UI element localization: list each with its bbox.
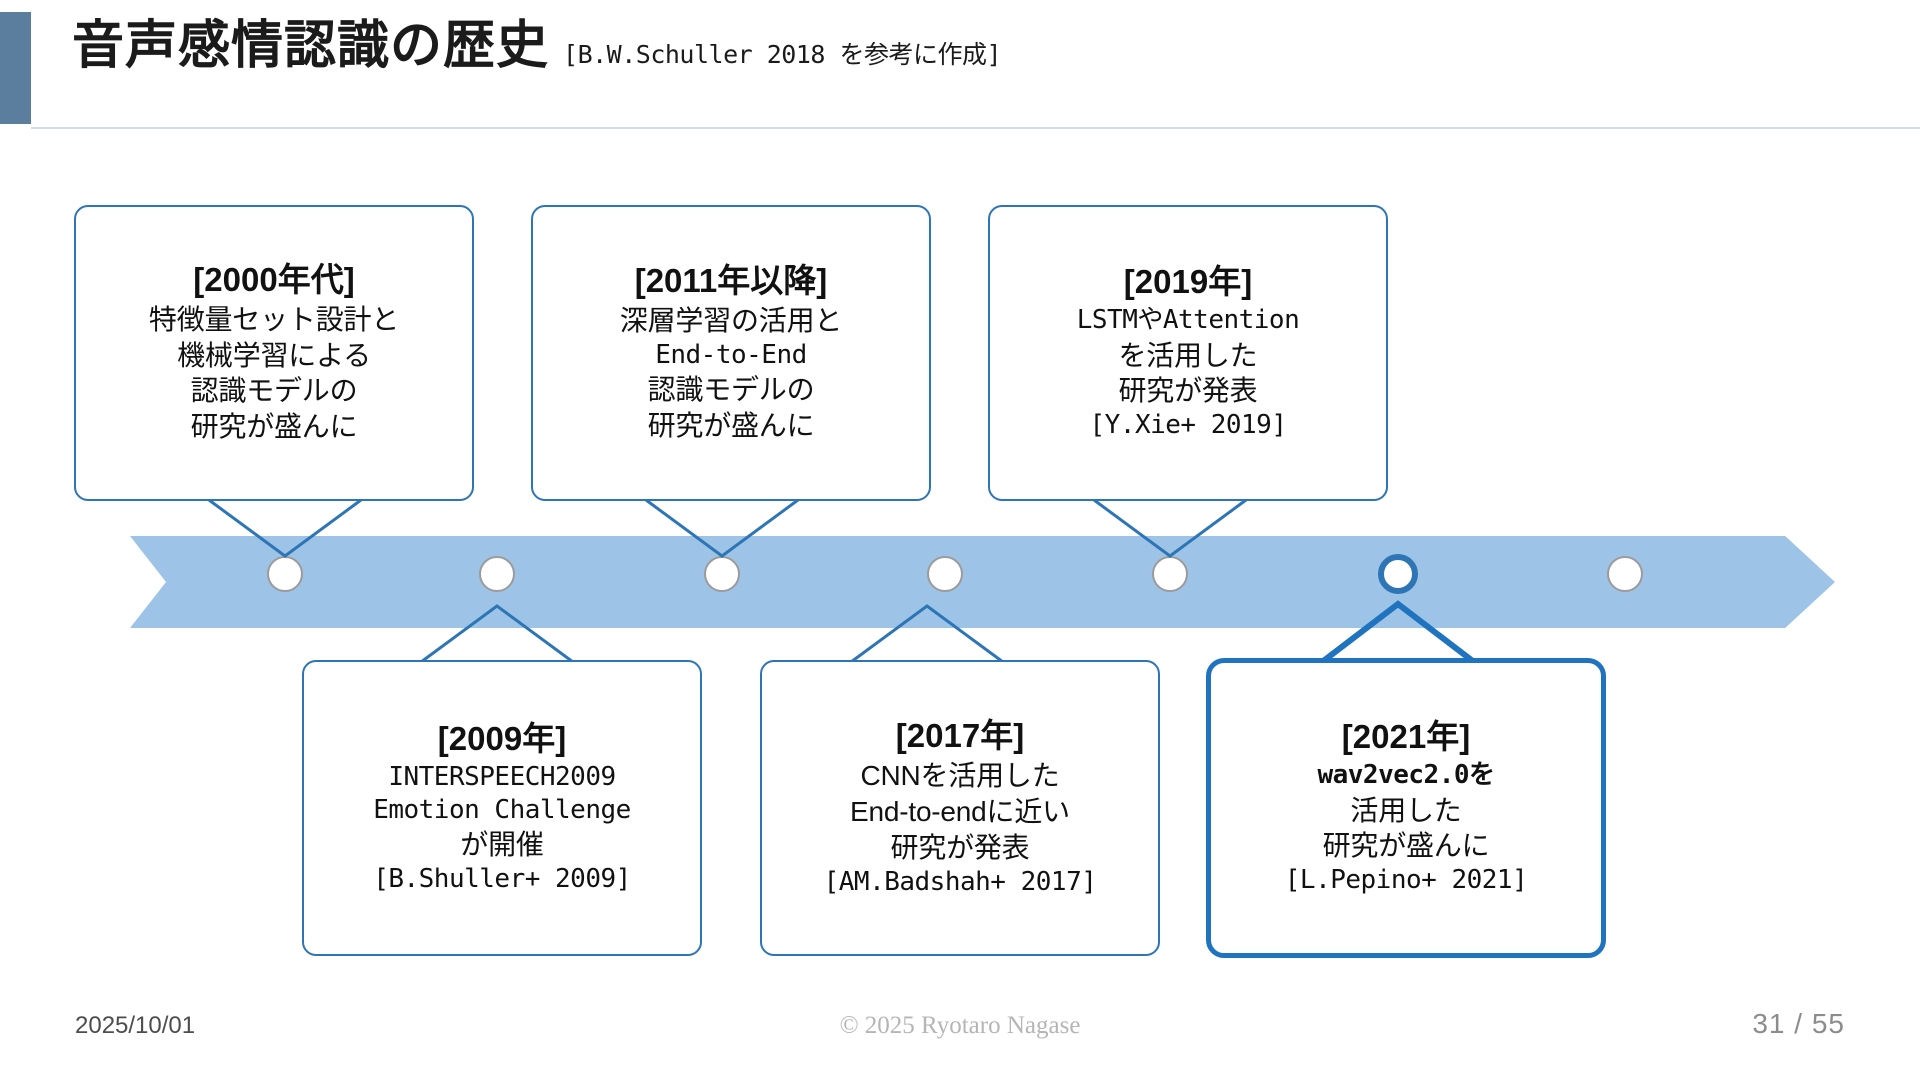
- callout-line: [B.Shuller+ 2009]: [373, 864, 631, 895]
- footer-page-number: 31 / 55: [1752, 1008, 1845, 1039]
- slide-header: 音声感情認識の歴史 [B.W.Schuller 2018 を参考に作成]: [0, 0, 1920, 130]
- callout-line: 研究が発表: [1118, 375, 1258, 407]
- page-title: 音声感情認識の歴史: [72, 17, 550, 75]
- callout-line: 認識モデルの: [190, 375, 358, 407]
- callout-line: LSTMやAttention: [1076, 305, 1300, 336]
- callout-2000s[interactable]: [2000年代] 特徴量セット設計と 機械学習による 認識モデルの 研究が盛んに: [74, 205, 474, 501]
- callout-line: 研究が盛んに: [190, 411, 358, 443]
- callout-line: 認識モデルの: [647, 374, 815, 406]
- callout-line: Emotion Challenge: [373, 794, 631, 825]
- callout-line: 研究が盛んに: [1322, 830, 1490, 862]
- callout-title: [2017年]: [895, 717, 1025, 755]
- callout-line: End-to-endに近い: [850, 795, 1070, 827]
- timeline-node-5[interactable]: [1152, 556, 1188, 592]
- callout-line: [AM.Badshah+ 2017]: [823, 866, 1097, 897]
- timeline-node-7[interactable]: [1607, 556, 1643, 592]
- timeline-node-4[interactable]: [927, 556, 963, 592]
- header-accent-bar: [0, 12, 31, 124]
- slide-footer: 2025/10/01 © 2025 Ryotaro Nagase 31 / 55: [0, 1000, 1920, 1060]
- footer-copyright: © 2025 Ryotaro Nagase: [839, 1012, 1081, 1039]
- callout-2009[interactable]: [2009年] INTERSPEECH2009 Emotion Challeng…: [302, 660, 702, 956]
- header-divider: [31, 127, 1920, 129]
- callout-2019[interactable]: [2019年] LSTMやAttention を活用した 研究が発表 [Y.Xi…: [988, 205, 1388, 501]
- callout-title: [2021年]: [1341, 718, 1471, 756]
- callout-title: [2000年代]: [193, 260, 355, 298]
- callout-line: 研究が発表: [890, 831, 1030, 863]
- callout-line: 研究が盛んに: [647, 410, 815, 442]
- callout-title: [2009年]: [437, 719, 567, 757]
- callout-line: [Y.Xie+ 2019]: [1089, 410, 1288, 441]
- timeline-node-1[interactable]: [267, 556, 303, 592]
- timeline-arrow: [130, 536, 1835, 628]
- callout-line: wav2vec2.0を: [1317, 760, 1495, 791]
- callout-2021[interactable]: [2021年] wav2vec2.0を 活用した 研究が盛んに [L.Pepin…: [1206, 658, 1606, 958]
- callout-2017[interactable]: [2017年] CNNを活用した End-to-endに近い 研究が発表 [AM…: [760, 660, 1160, 956]
- callout-line: INTERSPEECH2009: [388, 761, 616, 792]
- timeline-node-2[interactable]: [479, 556, 515, 592]
- callout-line: End-to-End: [655, 339, 807, 370]
- callout-line: 特徴量セット設計と: [148, 303, 400, 335]
- callout-line: 活用した: [1350, 794, 1462, 826]
- title-group: 音声感情認識の歴史 [B.W.Schuller 2018 を参考に作成]: [72, 17, 1002, 75]
- callout-line: が開催: [460, 829, 544, 861]
- timeline-node-6-highlighted[interactable]: [1378, 554, 1418, 594]
- timeline-node-3[interactable]: [704, 556, 740, 592]
- callout-line: を活用した: [1118, 339, 1258, 371]
- callout-line: [L.Pepino+ 2021]: [1284, 865, 1528, 896]
- page-subtitle: [B.W.Schuller 2018 を参考に作成]: [563, 40, 1002, 69]
- callout-line: 機械学習による: [177, 339, 371, 371]
- footer-date: 2025/10/01: [75, 1012, 196, 1039]
- callout-title: [2019年]: [1123, 263, 1253, 301]
- callout-2011[interactable]: [2011年以降] 深層学習の活用と End-to-End 認識モデルの 研究が…: [531, 205, 931, 501]
- callout-line: 深層学習の活用と: [619, 305, 843, 337]
- callout-line: CNNを活用した: [860, 760, 1060, 792]
- callout-title: [2011年以降]: [634, 262, 828, 300]
